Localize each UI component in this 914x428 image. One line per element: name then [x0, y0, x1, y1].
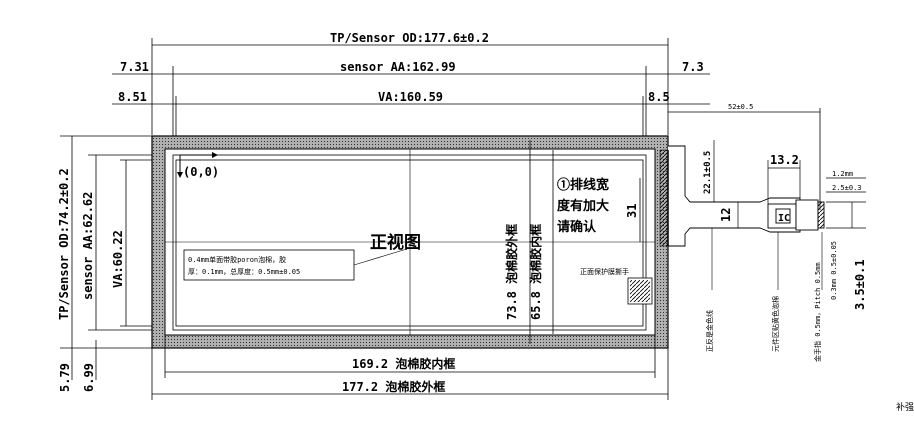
bottom-margin-1: 5.79 — [58, 363, 72, 392]
fpc-dim-1-2mm: 1.2mm — [832, 170, 853, 178]
foam-note-box — [183, 249, 355, 281]
foam-inner-height: 65.8 泡棉胶内框 — [528, 224, 543, 320]
vertical-note-4: 0.3mm 0.5±0.05 — [830, 241, 838, 300]
od-width-label: TP/Sensor OD:177.6±0.2 — [330, 31, 489, 45]
ic-label: IC — [778, 213, 790, 224]
origin-label: (0,0) — [183, 165, 219, 179]
bottom-margin-2: 6.99 — [82, 363, 96, 392]
foam-note-line2: 厚：0.1mm，总厚度：0.5mm±0.05 — [188, 267, 300, 276]
bottom-dimensions — [151, 335, 669, 400]
fpc-dim-3-5: 3.5±0.1 — [853, 259, 867, 310]
right-aa-margin: 7.3 — [682, 60, 704, 74]
protective-film-hatch — [630, 280, 650, 302]
fpc-bond-area — [659, 149, 669, 247]
inner-vertical-dims — [529, 140, 554, 344]
va-width-label: VA:160.59 — [378, 90, 443, 104]
front-view-title: 正视图 — [370, 232, 421, 253]
left-va-margin: 8.51 — [118, 90, 147, 104]
fpc-dim-13-2: 13.2 — [770, 153, 799, 167]
protective-film-label: 正面保护膜撕手 — [580, 267, 629, 276]
fpc-cable — [667, 145, 825, 247]
cable-note-2: 度有加大 — [557, 198, 609, 214]
fpc-dim-22: 22.1±0.5 — [703, 151, 713, 194]
va-height-label: VA:60.22 — [111, 230, 125, 288]
aa-width-label: sensor AA:162.99 — [340, 60, 456, 74]
top-dimensions — [112, 38, 821, 210]
foam-note-leader — [353, 247, 411, 266]
left-dimensions — [60, 135, 170, 380]
cable-dim-31: 31 — [625, 204, 639, 218]
vertical-note-3: 金手指 0.5mm，Pitch 0.5mm — [813, 262, 822, 362]
foam-inner-width: 169.2 泡棉胶内框 — [352, 356, 455, 371]
panel — [151, 135, 669, 349]
od-height-label: TP/Sensor OD:74.2±0.2 — [57, 168, 71, 320]
cable-note-3: 请确认 — [557, 219, 597, 235]
fpc-dim-12: 12 — [719, 208, 733, 222]
foam-outer-height: 73.8 泡棉胶外框 — [504, 224, 519, 320]
foam-note-line1: 0.4mm单面带胶poron泡棉，胶 — [188, 255, 286, 264]
fpc-dim-2-5: 2.5±0.3 — [832, 184, 862, 192]
corner-note: 补强 — [896, 401, 914, 413]
vertical-note-1: 正反是金色线 — [705, 310, 714, 352]
vertical-note-2: 元件区贴黄色泡棉 — [771, 296, 780, 352]
left-aa-margin: 7.31 — [120, 60, 149, 74]
aa-height-label: sensor AA:62.62 — [81, 192, 95, 300]
fpc-length-label: 52±0.5 — [728, 103, 753, 111]
cable-note-1: ①排线宽 — [557, 177, 609, 193]
foam-outer-width: 177.2 泡棉胶外框 — [342, 379, 445, 394]
fpc-dimensions — [713, 140, 866, 229]
right-va-margin: 8.5 — [648, 90, 670, 104]
